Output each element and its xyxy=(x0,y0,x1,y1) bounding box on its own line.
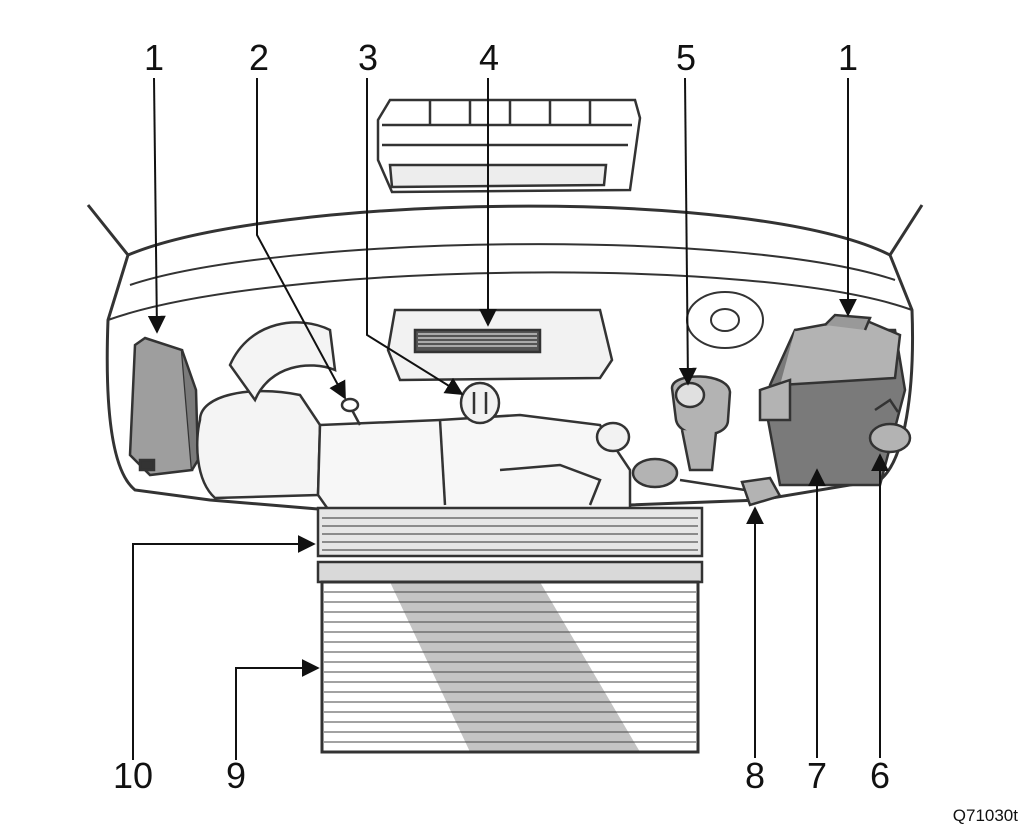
leader-2 xyxy=(256,78,346,400)
coolant-reservoir-cap xyxy=(595,421,679,489)
cowl-vent xyxy=(376,98,642,194)
callout-7: 7 xyxy=(806,755,828,796)
callout-9: 9 xyxy=(225,755,247,796)
callout-2: 2 xyxy=(248,37,270,78)
radiator xyxy=(316,506,704,558)
callout-8: 8 xyxy=(744,755,766,796)
callout-1-right: 1 xyxy=(837,37,859,78)
callout-4: 4 xyxy=(478,37,500,78)
air-filter-housing xyxy=(386,308,614,382)
leader-10 xyxy=(132,535,316,760)
fuse-box-left xyxy=(128,336,200,477)
washer-fluid-cap xyxy=(868,398,912,454)
figure-code: Q71030t xyxy=(952,806,1018,825)
callout-3: 3 xyxy=(357,37,379,78)
brake-fluid-reservoir xyxy=(670,375,732,472)
callout-5: 5 xyxy=(675,37,697,78)
callout-6: 6 xyxy=(869,755,891,796)
engine-oil-dipstick xyxy=(340,397,362,426)
engine-cover xyxy=(316,413,632,514)
leader-lines xyxy=(132,77,889,760)
condenser xyxy=(316,560,704,754)
leader-5 xyxy=(678,77,697,386)
brake-booster xyxy=(686,291,764,349)
leader-1-left xyxy=(147,77,166,334)
battery xyxy=(758,313,907,487)
callout-1-left: 1 xyxy=(143,37,165,78)
oil-filler-cap xyxy=(459,381,501,425)
callout-10: 10 xyxy=(112,755,154,796)
hose-connector xyxy=(679,476,782,507)
leader-9 xyxy=(235,659,320,760)
air-intake-duct xyxy=(196,321,337,500)
leader-3 xyxy=(366,78,464,395)
